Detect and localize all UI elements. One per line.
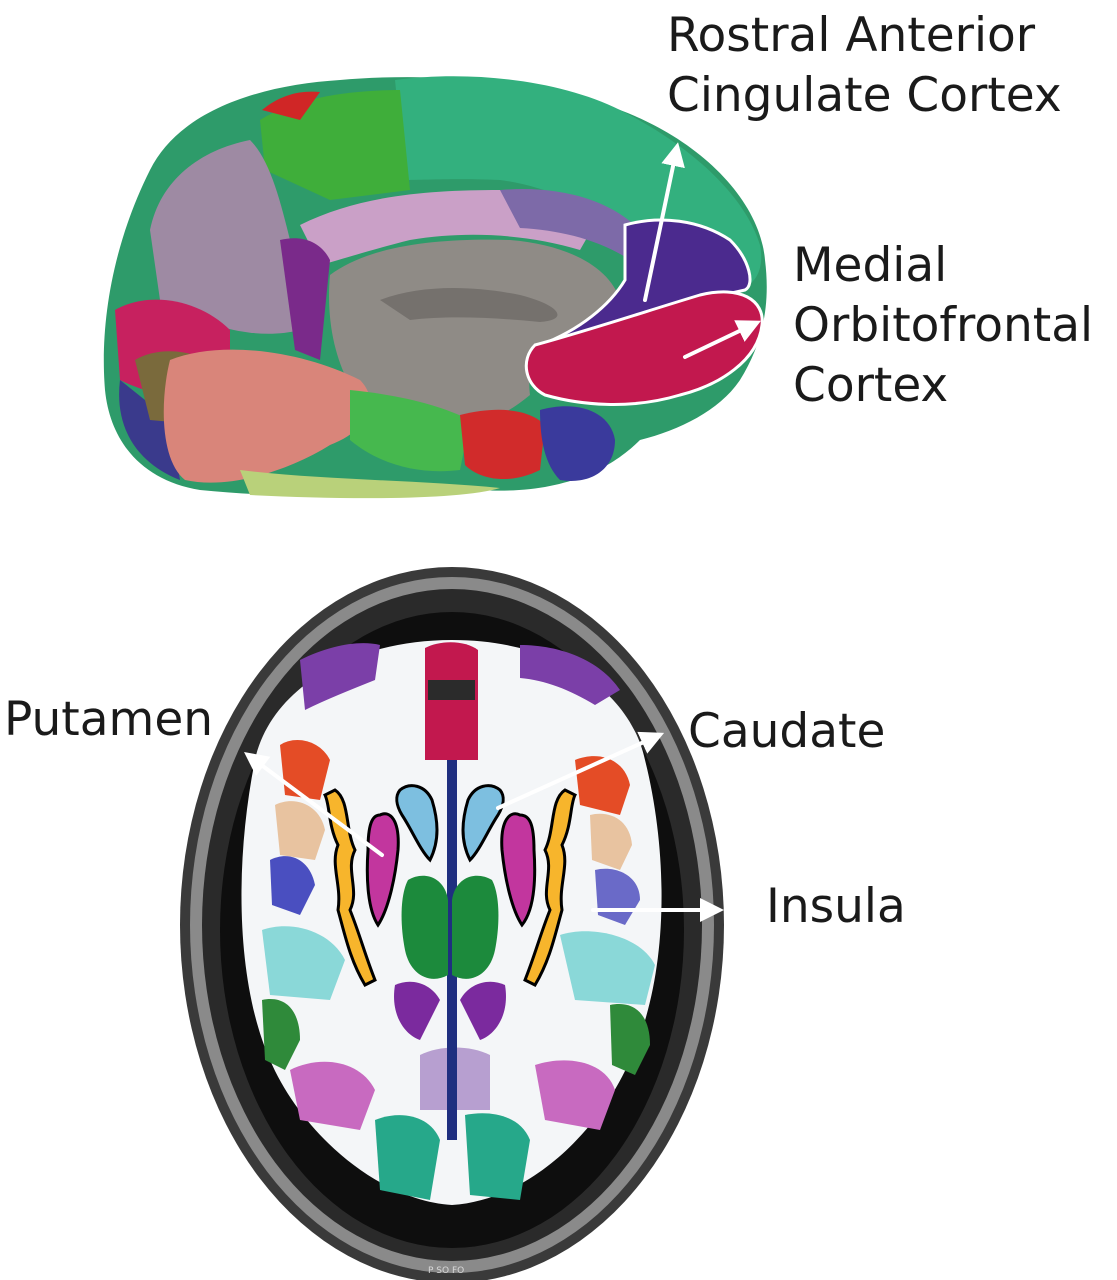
- caudate-arrow: [496, 731, 665, 810]
- annotation-arrows: [243, 142, 762, 922]
- putamen-right: [500, 812, 537, 928]
- racc-label-line2: Cingulate Cortex: [667, 68, 1062, 123]
- mofc-label-line2: Orbitofrontal: [793, 298, 1094, 353]
- insula-left: [322, 788, 377, 987]
- caudate-label: Caudate: [688, 704, 886, 759]
- putamen-left: [365, 812, 400, 928]
- racc-arrow: [643, 142, 685, 302]
- putamen-label: Putamen: [4, 692, 214, 747]
- insula-label: Insula: [766, 879, 906, 934]
- axial-mri-slice: [180, 567, 724, 1280]
- insula-right: [523, 788, 578, 987]
- medial-surface-render: [103, 76, 767, 499]
- scan-credit: P SO FO: [428, 1266, 465, 1276]
- racc-label-line1: Rostral Anterior: [667, 8, 1036, 63]
- putamen-arrow: [243, 752, 384, 857]
- caudate-left: [395, 784, 439, 863]
- mofc-region: [524, 290, 764, 406]
- mofc-label-line1: Medial: [793, 238, 948, 293]
- racc-label: Rostral Anterior Cingulate Cortex: [667, 6, 1062, 126]
- mofc-label-line3: Cortex: [793, 358, 949, 413]
- mofc-arrow: [683, 320, 762, 359]
- subcortical-region: [329, 239, 621, 424]
- mofc-label: Medial Orbitofrontal Cortex: [793, 236, 1093, 416]
